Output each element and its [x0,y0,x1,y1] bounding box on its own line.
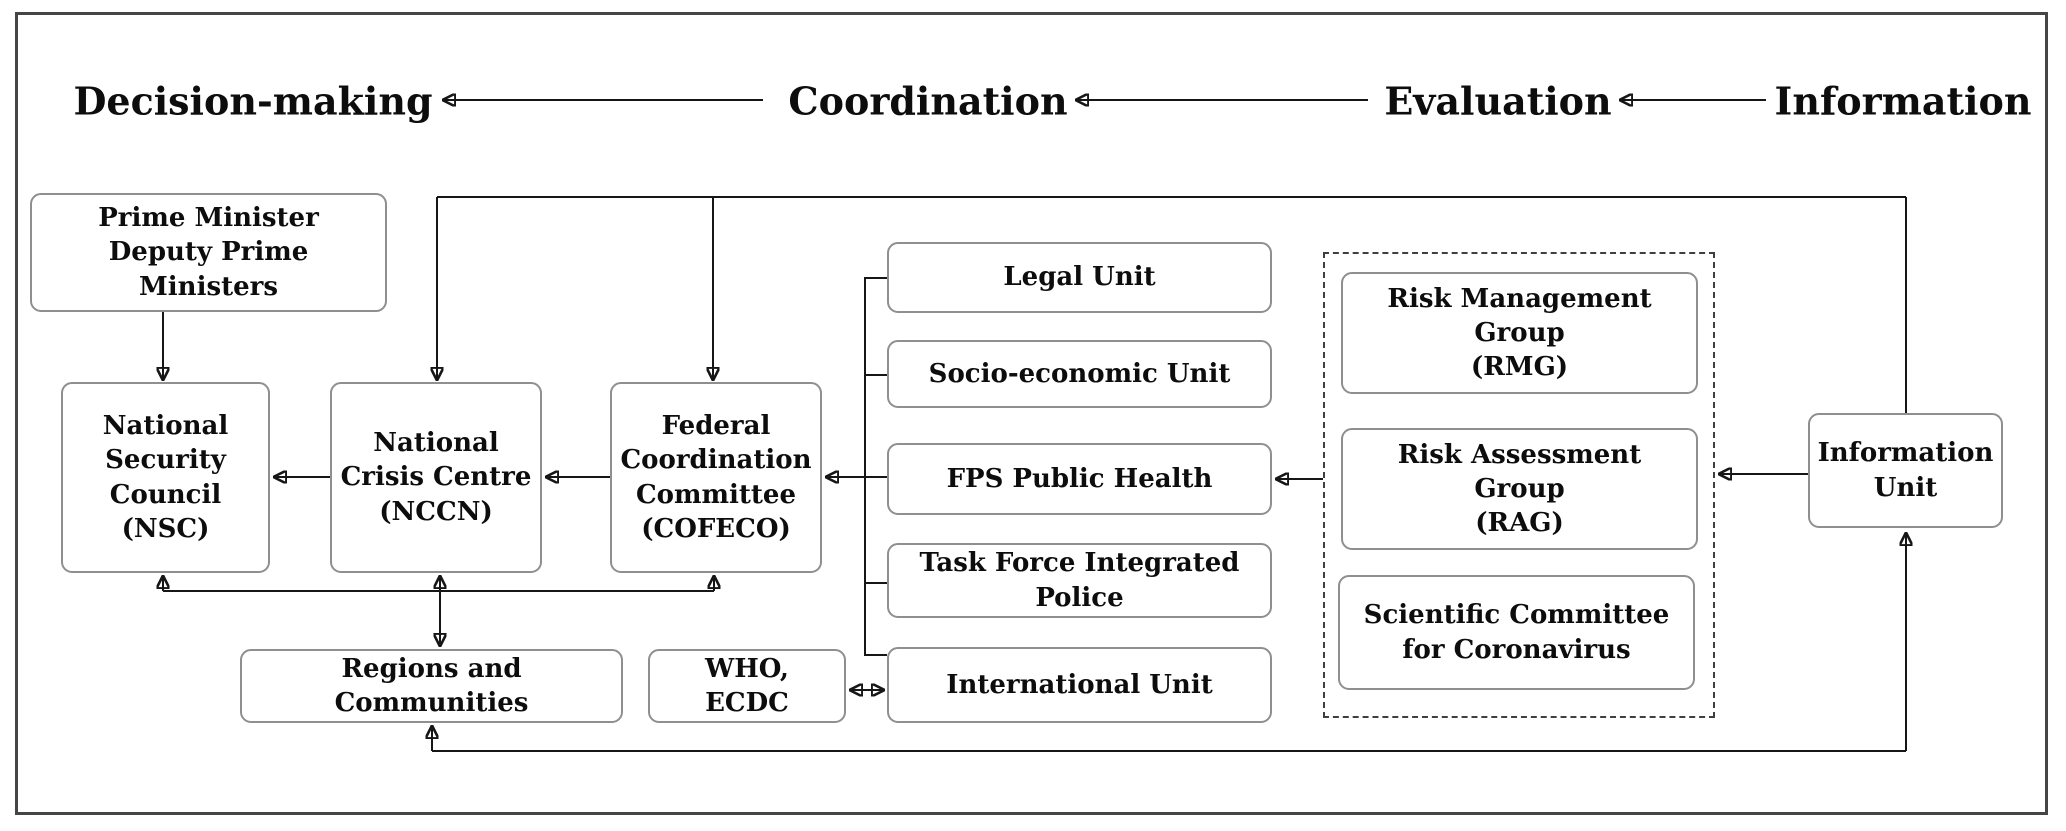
header-evaluation: Evaluation [1384,78,1612,124]
node-information-unit: Information Unit [1808,413,2003,528]
node-national-security-council: National Security Council (NSC) [61,382,270,573]
node-international-unit: International Unit [887,647,1272,723]
node-prime-minister: Prime Minister Deputy Prime Ministers [30,193,387,312]
node-regions-and-communities: Regions and Communities [240,649,623,723]
node-socio-economic-unit: Socio-economic Unit [887,340,1272,408]
node-risk-management-group: Risk Management Group (RMG) [1341,272,1698,394]
node-fps-public-health: FPS Public Health [887,443,1272,515]
header-coordination: Coordination [788,78,1068,124]
header-decision-making: Decision-making [73,78,433,124]
node-legal-unit: Legal Unit [887,242,1272,313]
node-who-ecdc: WHO, ECDC [648,649,846,723]
node-task-force-integrated-police: Task Force Integrated Police [887,543,1272,618]
node-scientific-committee-coronavirus: Scientific Committee for Coronavirus [1338,575,1695,690]
node-risk-assessment-group: Risk Assessment Group (RAG) [1341,428,1698,550]
header-information: Information [1774,78,2032,124]
node-federal-coordination-committee: Federal Coordination Committee (COFECO) [610,382,822,573]
node-national-crisis-centre: National Crisis Centre (NCCN) [330,382,542,573]
evaluation-group-dashed-box [1323,252,1715,718]
